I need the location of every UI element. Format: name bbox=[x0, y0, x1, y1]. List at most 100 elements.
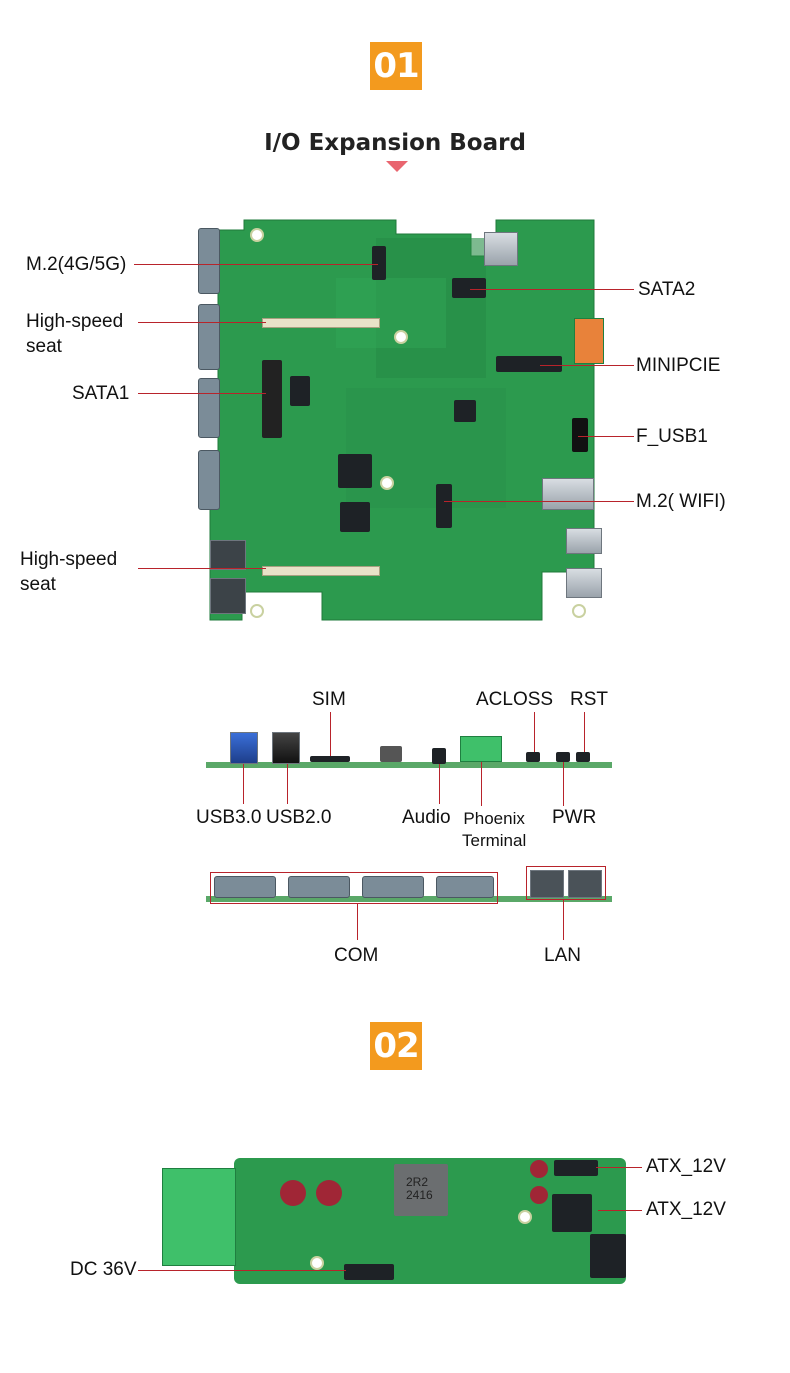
capacitor-1 bbox=[280, 1180, 306, 1206]
label-sata2: SATA2 bbox=[638, 279, 696, 300]
mounting-hole bbox=[572, 604, 586, 618]
ic-chip-1 bbox=[338, 454, 372, 488]
com-port-2 bbox=[198, 304, 220, 370]
section-badge-01: 01 bbox=[370, 42, 422, 90]
section-badge-02: 02 bbox=[370, 1022, 422, 1070]
high-speed-seat-2 bbox=[262, 566, 380, 576]
atx-12v-header bbox=[554, 1160, 598, 1176]
power-out-connector bbox=[590, 1234, 626, 1278]
pointer-audio bbox=[439, 764, 440, 804]
pointer-high-speed-seat-2 bbox=[138, 568, 266, 569]
io-board-top-view bbox=[196, 218, 598, 622]
pointer-atx-12v-1 bbox=[596, 1167, 642, 1168]
label-pwr: PWR bbox=[552, 807, 597, 828]
label-atx-12v-2: ATX_12V bbox=[646, 1199, 726, 1220]
dc36v-header bbox=[344, 1264, 394, 1280]
com-port-4 bbox=[198, 450, 220, 510]
ic-chip-2 bbox=[340, 502, 370, 532]
capacitor-2 bbox=[316, 1180, 342, 1206]
label-m2-4g5g: M.2(4G/5G) bbox=[26, 254, 127, 275]
mounting-hole bbox=[310, 1256, 324, 1270]
lan-side-2 bbox=[568, 870, 602, 898]
minipcie-slot bbox=[496, 356, 562, 372]
pwr-header bbox=[556, 752, 570, 762]
com-port-1 bbox=[198, 228, 220, 294]
io-board-illustration bbox=[209, 219, 595, 621]
pointer-usb30 bbox=[243, 764, 244, 804]
label-lan: LAN bbox=[544, 945, 581, 966]
pointer-usb20 bbox=[287, 764, 288, 804]
usb-port-right-2 bbox=[566, 568, 602, 598]
pointer-dc-36v bbox=[138, 1270, 346, 1271]
lan-ports-highlight bbox=[526, 866, 606, 900]
rst-header bbox=[576, 752, 590, 762]
mounting-hole bbox=[394, 330, 408, 344]
lan-side-1 bbox=[530, 870, 564, 898]
m2-4g5g-slot bbox=[372, 246, 386, 280]
com-side-4 bbox=[436, 876, 494, 898]
label-f-usb1: F_USB1 bbox=[636, 426, 708, 447]
inductor-marking: 2R2 2416 bbox=[406, 1175, 433, 1203]
sim-holder-side bbox=[310, 756, 350, 762]
pointer-phoenix bbox=[481, 762, 482, 806]
mounting-hole bbox=[250, 228, 264, 242]
lan-port-stub-2 bbox=[210, 578, 246, 614]
capacitor-3 bbox=[530, 1160, 548, 1178]
usb-port-right-1 bbox=[566, 528, 602, 554]
usb3-connector bbox=[230, 732, 258, 764]
com-port-3 bbox=[198, 378, 220, 438]
phoenix-terminal-side bbox=[460, 736, 502, 762]
label-high-speed-seat-1: High-speed seat bbox=[26, 311, 124, 357]
atx-12v-connector bbox=[552, 1194, 592, 1232]
mounting-hole bbox=[380, 476, 394, 490]
sim-slot-right bbox=[542, 478, 594, 510]
label-m2-wifi: M.2( WIFI) bbox=[636, 491, 726, 512]
mounting-hole bbox=[250, 604, 264, 618]
io-board-side-view-1 bbox=[206, 762, 612, 768]
label-audio: Audio bbox=[402, 807, 451, 828]
ic-chip-3 bbox=[454, 400, 476, 422]
label-rst: RST bbox=[570, 689, 608, 710]
com-side-2 bbox=[288, 876, 350, 898]
pointer-sim bbox=[330, 712, 331, 756]
com-side-3 bbox=[362, 876, 424, 898]
label-atx-12v-1: ATX_12V bbox=[646, 1156, 726, 1177]
label-usb30: USB3.0 bbox=[196, 807, 262, 828]
capacitor-4 bbox=[530, 1186, 548, 1204]
pointer-rst bbox=[584, 712, 585, 752]
title-triangle-marker bbox=[386, 161, 408, 172]
pin-header-side bbox=[380, 746, 402, 762]
com-side-1 bbox=[214, 876, 276, 898]
label-sata1: SATA1 bbox=[72, 383, 130, 404]
pointer-f-usb1 bbox=[578, 436, 634, 437]
pointer-pwr bbox=[563, 762, 564, 806]
f-usb1-header bbox=[572, 418, 588, 452]
label-usb20: USB2.0 bbox=[266, 807, 332, 828]
sata1-connector bbox=[262, 360, 282, 438]
usb-port-top bbox=[484, 232, 518, 266]
label-sim: SIM bbox=[312, 689, 346, 710]
inductor bbox=[394, 1164, 448, 1216]
phoenix-terminal-top bbox=[574, 318, 604, 364]
usb2-connector bbox=[272, 732, 300, 764]
pointer-m2-wifi bbox=[444, 501, 634, 502]
pointer-lan bbox=[563, 900, 564, 940]
io-board-side-view-2 bbox=[206, 896, 612, 902]
label-minipcie: MINIPCIE bbox=[636, 355, 721, 376]
label-phoenix-terminal: Phoenix Terminal bbox=[462, 809, 527, 851]
pointer-com bbox=[357, 904, 358, 940]
section-title: I/O Expansion Board bbox=[264, 130, 526, 156]
ic-chip-4 bbox=[290, 376, 310, 406]
m2-wifi-slot bbox=[436, 484, 452, 528]
acloss-jumper bbox=[526, 752, 540, 762]
label-com: COM bbox=[334, 945, 379, 966]
lan-port-stub-1 bbox=[210, 540, 246, 570]
pointer-sata1 bbox=[138, 393, 266, 394]
pointer-minipcie bbox=[540, 365, 634, 366]
label-high-speed-seat-2: High-speed seat bbox=[20, 549, 118, 595]
pointer-atx-12v-2 bbox=[598, 1210, 642, 1211]
high-speed-seat-1 bbox=[262, 318, 380, 328]
mounting-hole bbox=[518, 1210, 532, 1224]
sata2-connector bbox=[452, 278, 486, 298]
pointer-sata2 bbox=[470, 289, 634, 290]
